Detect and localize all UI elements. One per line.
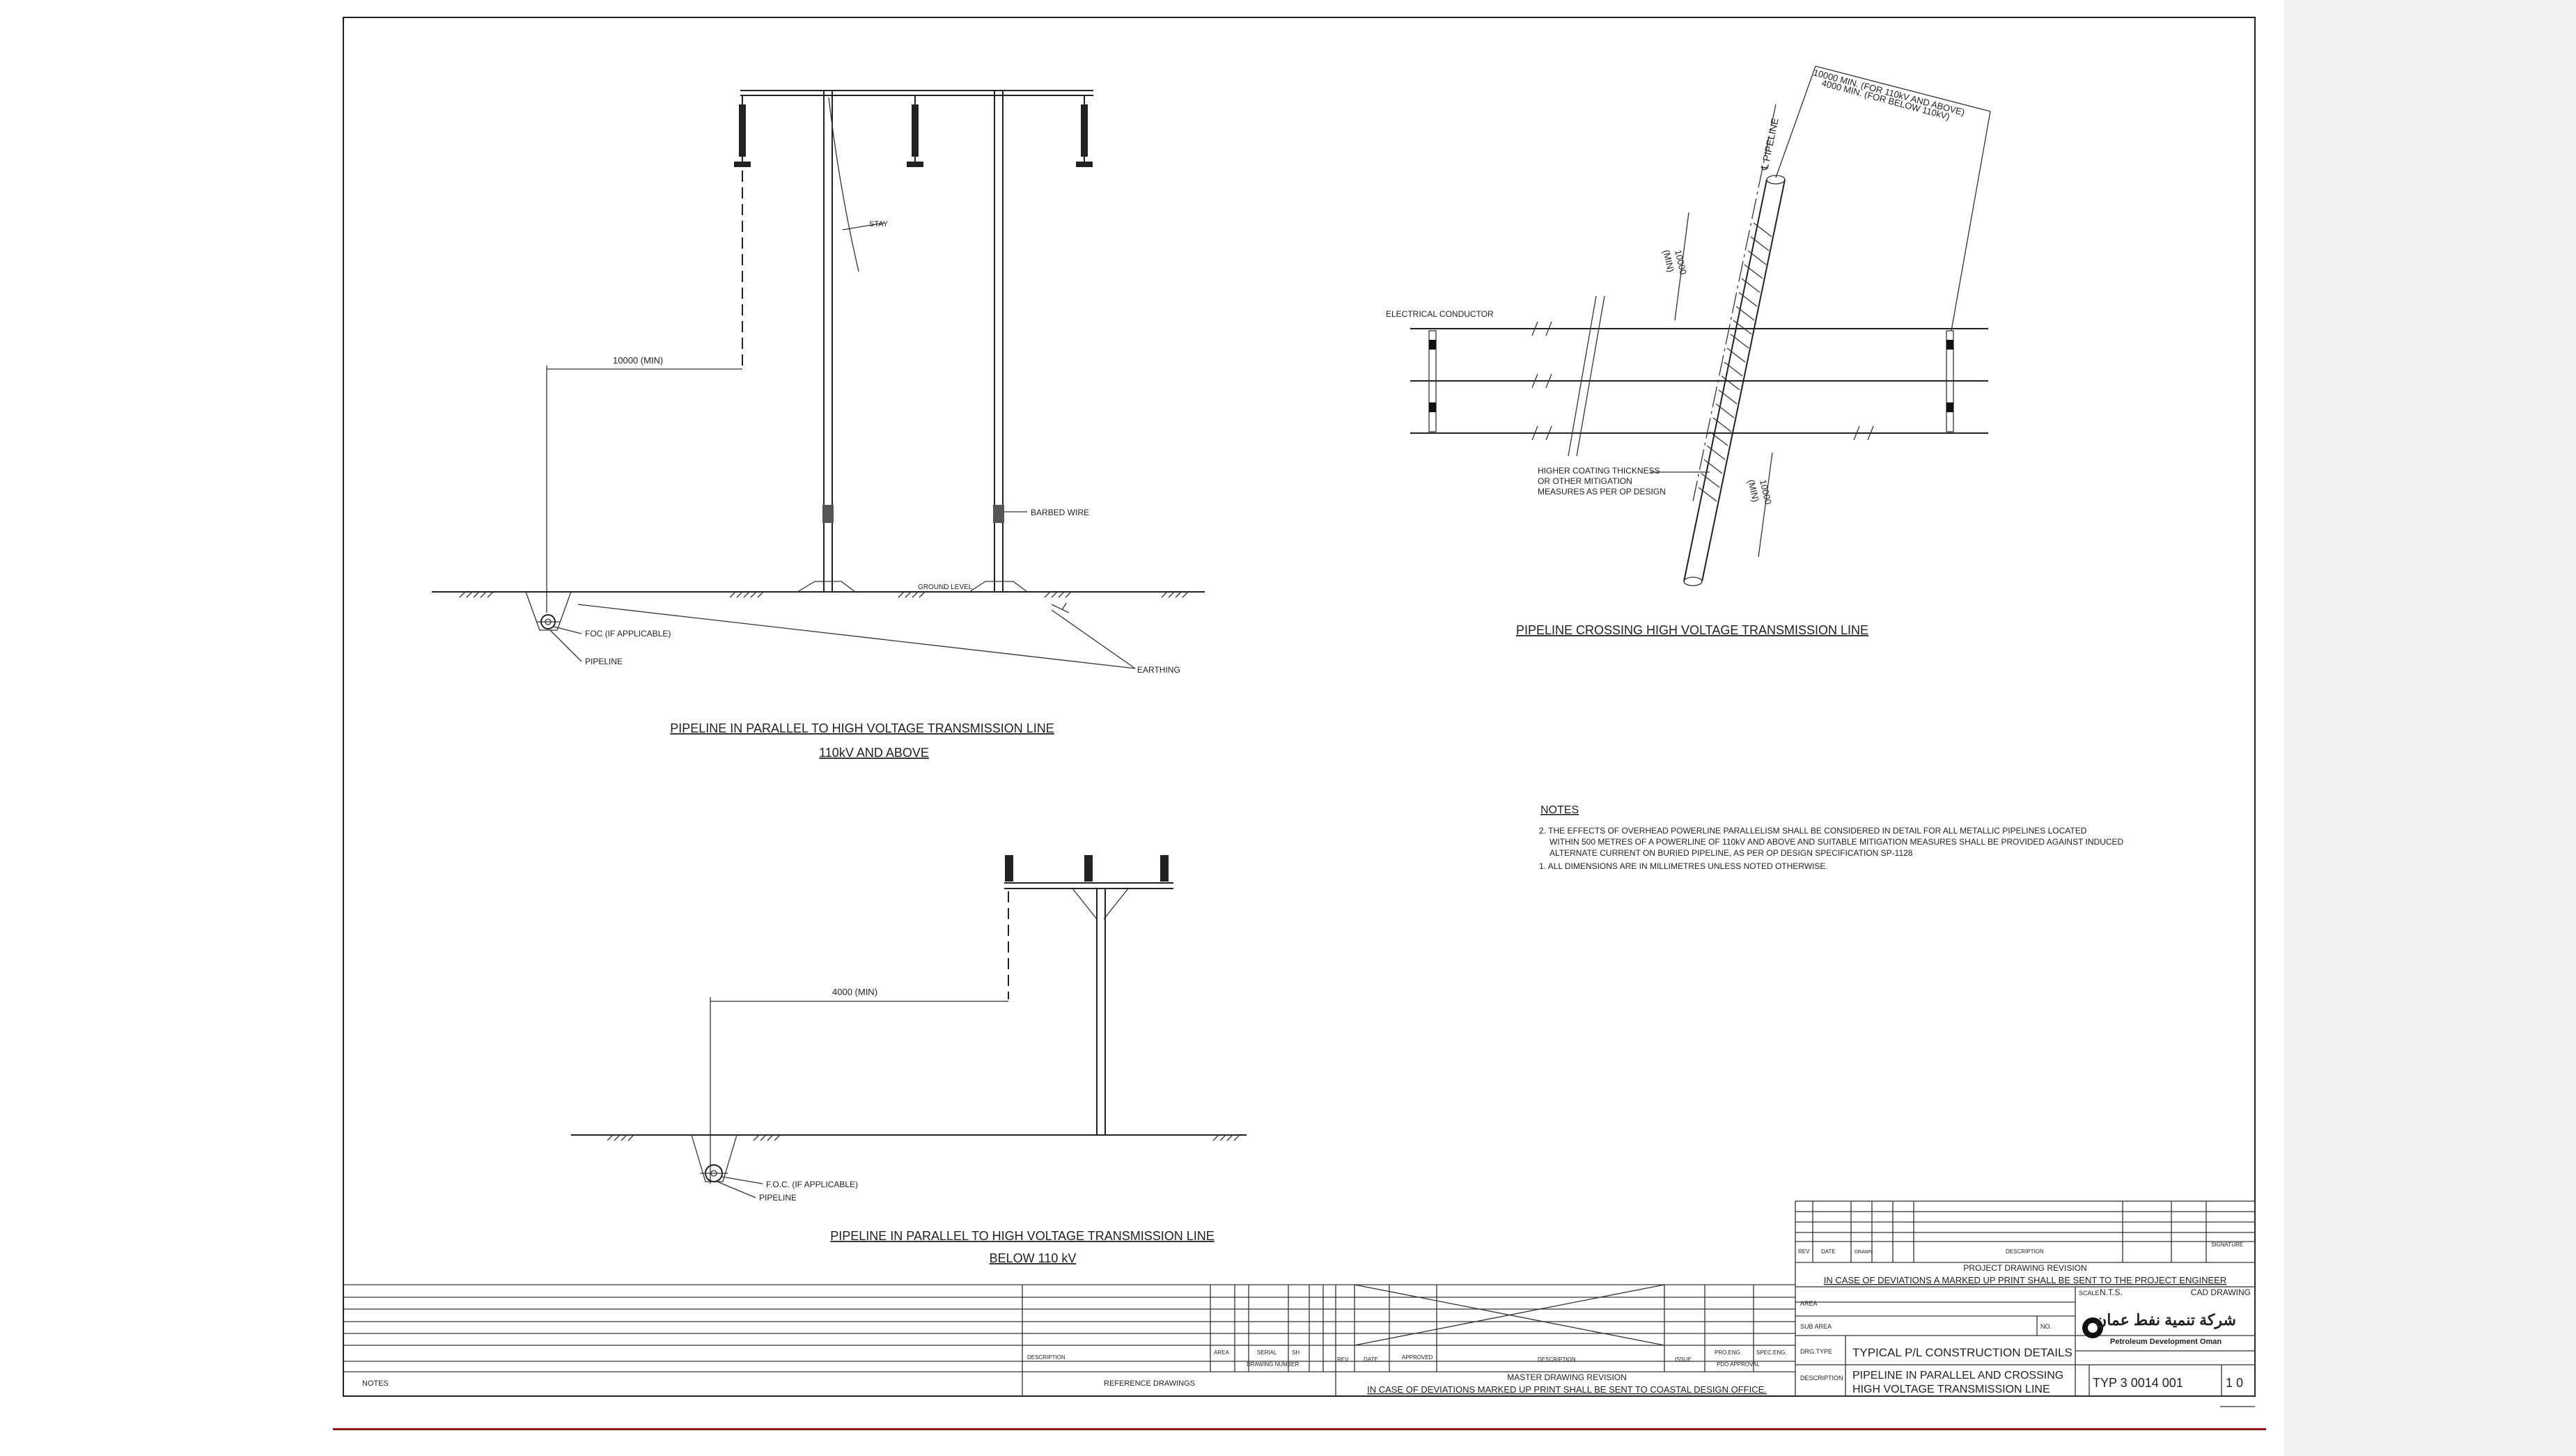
insulator [1005, 855, 1013, 882]
description-label: DESCRIPTION [1800, 1375, 1843, 1381]
dim-min-upper: (MIN) [1661, 249, 1676, 273]
drawing-border [343, 17, 2256, 1397]
view-subtitle: BELOW 110 kV [990, 1251, 1077, 1265]
insulator [1160, 855, 1169, 882]
insulator [907, 95, 923, 167]
view-parallel-below-110kv: 4000 (MIN) F.O.C. (IF APPLICABLE) PIPELI… [571, 855, 1247, 1265]
view-title: PIPELINE IN PARALLEL TO HIGH VOLTAGE TRA… [670, 721, 1054, 735]
coating-hatch [1698, 222, 1772, 502]
page-footer-rule [333, 1428, 2266, 1430]
earthing-label: EARTHING [1137, 665, 1180, 675]
ground-level-label: GROUND LEVEL [918, 584, 973, 591]
scale-value: N.T.S. [2100, 1287, 2123, 1297]
dim-10000-lower: 10000 [1758, 478, 1774, 506]
pipeline-centerline [1692, 104, 1777, 502]
foc-label: F.O.C. (IF APPLICABLE) [766, 1180, 858, 1189]
reference-drawings-label: REFERENCE DRAWINGS [1104, 1379, 1195, 1388]
col-approved: APPROVED [1402, 1354, 1433, 1361]
description-line-1: PIPELINE IN PARALLEL AND CROSSING [1852, 1370, 2063, 1381]
note-line: 2. THE EFFECTS OF OVERHEAD POWERLINE PAR… [1539, 826, 2087, 836]
barbed-wire-label: BARBED WIRE [1031, 508, 1089, 517]
view-subtitle: 110kV AND ABOVE [819, 746, 929, 760]
view-title: PIPELINE IN PARALLEL TO HIGH VOLTAGE TRA… [830, 1229, 1215, 1243]
pole [1096, 888, 1106, 1136]
area-label: AREA [1800, 1300, 1818, 1307]
drg-type-label: DRG.TYPE [1800, 1348, 1832, 1355]
barbed-wire-band [822, 505, 834, 523]
note-line: ALTERNATE CURRENT ON BURIED PIPELINE, AS… [1549, 848, 1913, 858]
master-revision-label: MASTER DRAWING REVISION [1507, 1372, 1627, 1382]
side-panel [2284, 0, 2576, 1456]
notes-label: NOTES [362, 1379, 389, 1388]
col-date: DATE [1364, 1356, 1378, 1363]
col-drawing-number: DRAWING NUMBER [1247, 1361, 1299, 1368]
dimension-10000: 10000 (MIN) [613, 355, 663, 366]
project-revision-note: IN CASE OF DEVIATIONS A MARKED UP PRINT … [1824, 1275, 2226, 1285]
col-description-rev: DESCRIPTION [1538, 1356, 1576, 1363]
sheet-revision: 1 0 [2226, 1376, 2243, 1390]
col-area: AREA [1214, 1349, 1229, 1356]
ground-hatch [607, 1134, 1240, 1141]
sub-area-label: SUB AREA [1800, 1323, 1832, 1330]
stay-label: STAY [869, 220, 889, 228]
ground-hatch [459, 591, 1189, 598]
col-spec-eng: SPEC.ENG. [1756, 1349, 1787, 1356]
drg-type-value: TYPICAL P/L CONSTRUCTION DETAILS [1852, 1346, 2072, 1359]
col-rev-project: REV [1798, 1248, 1810, 1255]
pipeline-label: PIPELINE [585, 657, 623, 666]
notes-heading: NOTES [1540, 804, 1579, 816]
col-issue: ISSUE [1675, 1356, 1692, 1363]
pipe-trench [691, 1134, 737, 1182]
pipeline-label: PIPELINE [759, 1193, 797, 1203]
company-name-english: Petroleum Development Oman [2110, 1338, 2222, 1346]
pdo-logo: شركة تنمية نفط عمان Petroleum Developmen… [2082, 1311, 2236, 1346]
cad-drawing-label: CAD DRAWING [2191, 1287, 2251, 1297]
coating-label-3: MEASURES AS PER OP DESIGN [1538, 487, 1666, 496]
dim-min-lower: (MIN) [1746, 478, 1761, 503]
col-pdo-approval: PDO APPROVAL [1717, 1361, 1760, 1368]
barbed-wire-band [993, 505, 1004, 523]
description-line-2: HIGH VOLTAGE TRANSMISSION LINE [1852, 1384, 2050, 1395]
col-drawn: DRAWN [1855, 1250, 1873, 1255]
col-date-project: DATE [1821, 1248, 1836, 1255]
col-serial: SERIAL [1257, 1349, 1277, 1356]
pipe-trench [525, 591, 572, 631]
insulator [1076, 95, 1093, 167]
view-parallel-110kv: STAY 10000 (MIN) GROUND LEVEL FOC (IF [432, 90, 1205, 760]
dim-10000-upper: 10000 [1673, 249, 1689, 276]
insulator [734, 95, 751, 167]
col-pro-eng: PRO.ENG. [1715, 1349, 1742, 1356]
drawing-viewer [0, 0, 2284, 1456]
no-label: NO. [2040, 1323, 2052, 1330]
earthing-leader [577, 604, 1136, 669]
coating-label-1: HIGHER COATING THICKNESS [1538, 466, 1660, 476]
col-description-project: DESCRIPTION [2006, 1248, 2044, 1255]
view-crossing: 10000 (MIN) 10000 (MIN) 10000 MIN. (FOR … [1386, 65, 1991, 637]
coating-label-2: OR OTHER MITIGATION [1538, 476, 1632, 486]
pipeline-edge [1683, 179, 1767, 582]
view-title: PIPELINE CROSSING HIGH VOLTAGE TRANSMISS… [1516, 623, 1868, 637]
project-revision-label: PROJECT DRAWING REVISION [1963, 1263, 2086, 1273]
col-description: DESCRIPTION [1027, 1354, 1065, 1361]
note-line: WITHIN 500 METRES OF A POWERLINE OF 110k… [1549, 837, 2124, 847]
title-block: NOTES REFERENCE DRAWINGS DESCRIPTION ARE… [343, 1200, 2256, 1397]
master-revision-note: IN CASE OF DEVIATIONS MARKED UP PRINT SH… [1367, 1384, 1767, 1395]
insulator [1084, 855, 1093, 882]
foc-label: FOC (IF APPLICABLE) [585, 629, 671, 639]
dimension-4000: 4000 (MIN) [832, 987, 877, 997]
general-notes: NOTES 2. THE EFFECTS OF OVERHEAD POWERLI… [1539, 804, 2124, 871]
scale-label: SCALE [2079, 1290, 2100, 1297]
note-line: 1. ALL DIMENSIONS ARE IN MILLIMETRES UNL… [1539, 861, 1828, 871]
col-rev: REV [1337, 1356, 1349, 1363]
engineering-drawing: STAY 10000 (MIN) GROUND LEVEL FOC (IF [343, 17, 2256, 1407]
col-signature: SIGNATURE [2211, 1242, 2243, 1248]
pipeline-centerline-label: ℄ PIPELINE [1758, 117, 1781, 172]
stay-wire [828, 97, 859, 272]
col-sh: SH [1292, 1349, 1299, 1356]
drawing-number: TYP 3 0014 001 [2093, 1376, 2183, 1390]
company-name-arabic: شركة تنمية نفط عمان [2095, 1311, 2236, 1329]
electrical-conductor-label: ELECTRICAL CONDUCTOR [1386, 309, 1494, 319]
